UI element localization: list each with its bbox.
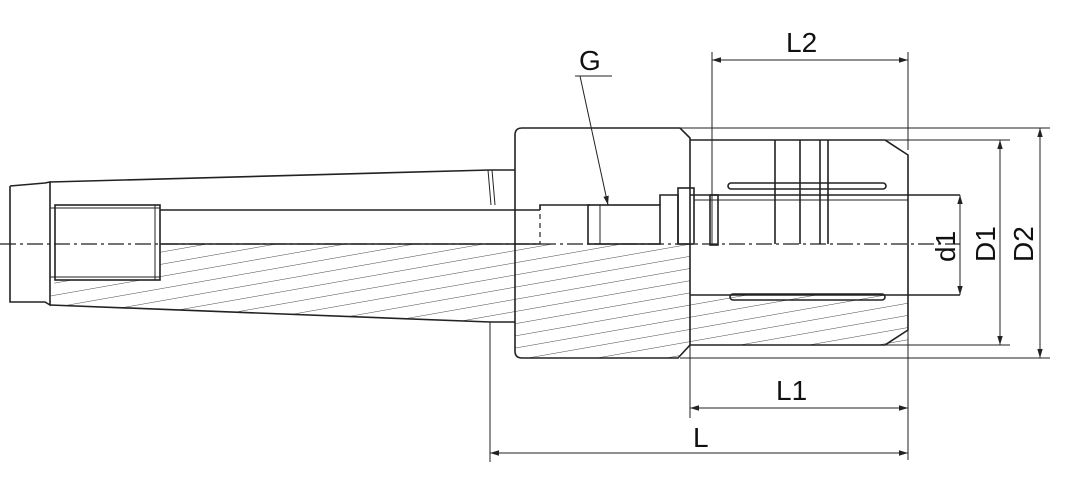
- label-l: L: [693, 422, 709, 453]
- dimension-l2: L2: [711, 27, 909, 244]
- dimension-l: L: [489, 322, 908, 462]
- label-l1: L1: [776, 375, 807, 406]
- label-D1: D1: [970, 226, 1001, 262]
- label-d1: d1: [930, 231, 961, 262]
- label-l2: L2: [786, 27, 817, 58]
- dimension-D1: D1: [885, 139, 1010, 346]
- leader-g: G: [575, 45, 612, 206]
- label-g: G: [579, 45, 601, 76]
- label-D2: D2: [1008, 226, 1039, 262]
- dimension-l1: L1: [689, 330, 909, 460]
- dimension-d1: d1: [930, 195, 963, 295]
- collet: [690, 139, 960, 346]
- dimension-D2: D2: [680, 127, 1050, 359]
- section-hatch: [45, 244, 908, 358]
